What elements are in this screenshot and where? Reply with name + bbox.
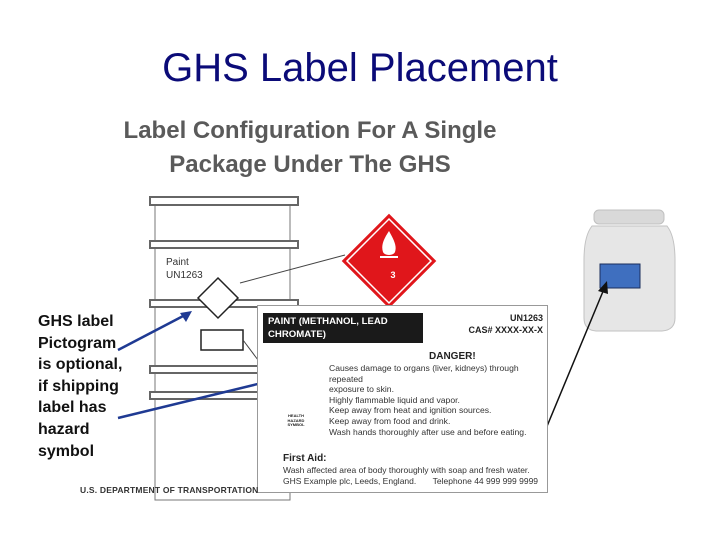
drum-marking: Paint UN1263 bbox=[166, 256, 203, 282]
plastic-bottle bbox=[583, 209, 676, 332]
product-name-line-1: PAINT (METHANOL, LEAD bbox=[268, 316, 388, 327]
first-aid-heading: First Aid: bbox=[283, 453, 327, 464]
small-label-box bbox=[200, 329, 244, 351]
identification-numbers: UN1263 CAS# XXXX-XX-X bbox=[440, 313, 543, 336]
side-note: GHS label Pictogram is optional, if ship… bbox=[38, 311, 148, 462]
drum-rib-1 bbox=[149, 240, 299, 249]
small-diamond-placard bbox=[196, 276, 240, 320]
flammable-diamond-placard bbox=[340, 212, 438, 310]
product-identifier-box: PAINT (METHANOL, LEAD CHROMATE) bbox=[263, 313, 423, 343]
signal-word: DANGER! bbox=[429, 351, 476, 362]
first-aid-text: Wash affected area of body thoroughly wi… bbox=[283, 465, 543, 487]
pointer-line-label bbox=[242, 339, 259, 361]
drum-marking-line-2: UN1263 bbox=[166, 270, 203, 281]
health-pictogram-text: HEALTH HAZARD SYMBOL bbox=[282, 413, 310, 428]
slide-title: GHS Label Placement bbox=[162, 46, 558, 90]
first-aid-line: GHS Example plc, Leeds, England. Telepho… bbox=[283, 476, 539, 486]
drum-rim-top bbox=[149, 196, 299, 206]
diamond-class-number: 3 bbox=[390, 270, 396, 280]
hazard-statement: Causes damage to organs (liver, kidneys)… bbox=[329, 363, 519, 384]
arrow-to-pictogram bbox=[117, 379, 271, 420]
figure-heading-line-2: Package Under The GHS bbox=[169, 151, 451, 178]
figure-footer: U.S. DEPARTMENT OF TRANSPORTATION bbox=[80, 485, 259, 495]
side-note-line: if shipping bbox=[38, 377, 119, 395]
health-pictogram-text-line: SYMBOL bbox=[287, 422, 305, 428]
hazard-statement: Keep away from heat and ignition sources… bbox=[329, 405, 492, 416]
health-pictogram-text-line: HEALTH bbox=[288, 413, 304, 418]
first-aid-line: Wash affected area of body thoroughly wi… bbox=[283, 465, 530, 475]
hazard-statements: Causes damage to organs (liver, kidneys)… bbox=[329, 363, 544, 437]
health-pictogram-text-line: HAZARD bbox=[287, 417, 305, 423]
arrow-to-drum bbox=[117, 312, 188, 352]
hazard-statement: exposure to skin. bbox=[329, 384, 394, 395]
side-note-line: is optional, bbox=[38, 356, 123, 374]
product-name-line-2: CHROMATE) bbox=[268, 328, 326, 340]
cas-number: CAS# XXXX-XX-X bbox=[468, 324, 543, 335]
side-note-line: label has bbox=[38, 399, 107, 417]
pointer-line-diamond bbox=[239, 254, 346, 284]
hazard-statement: Keep away from food and drink. bbox=[329, 415, 451, 426]
hazard-statement: Highly flammable liquid and vapor. bbox=[329, 394, 460, 405]
drum-marking-line-1: Paint bbox=[166, 257, 189, 268]
side-note-line: Pictogram bbox=[38, 334, 117, 352]
un-number: UN1263 bbox=[509, 313, 543, 323]
flame-icon bbox=[382, 231, 396, 255]
side-note-line: symbol bbox=[38, 442, 95, 460]
hazard-statement: Wash hands thoroughly after use and befo… bbox=[329, 426, 527, 437]
figure-heading-line-1: Label Configuration For A Single bbox=[123, 117, 497, 144]
side-note-line: GHS label bbox=[38, 313, 114, 330]
figure-heading: Label Configuration For A Single Package… bbox=[90, 114, 530, 182]
side-note-line: hazard bbox=[38, 420, 90, 438]
